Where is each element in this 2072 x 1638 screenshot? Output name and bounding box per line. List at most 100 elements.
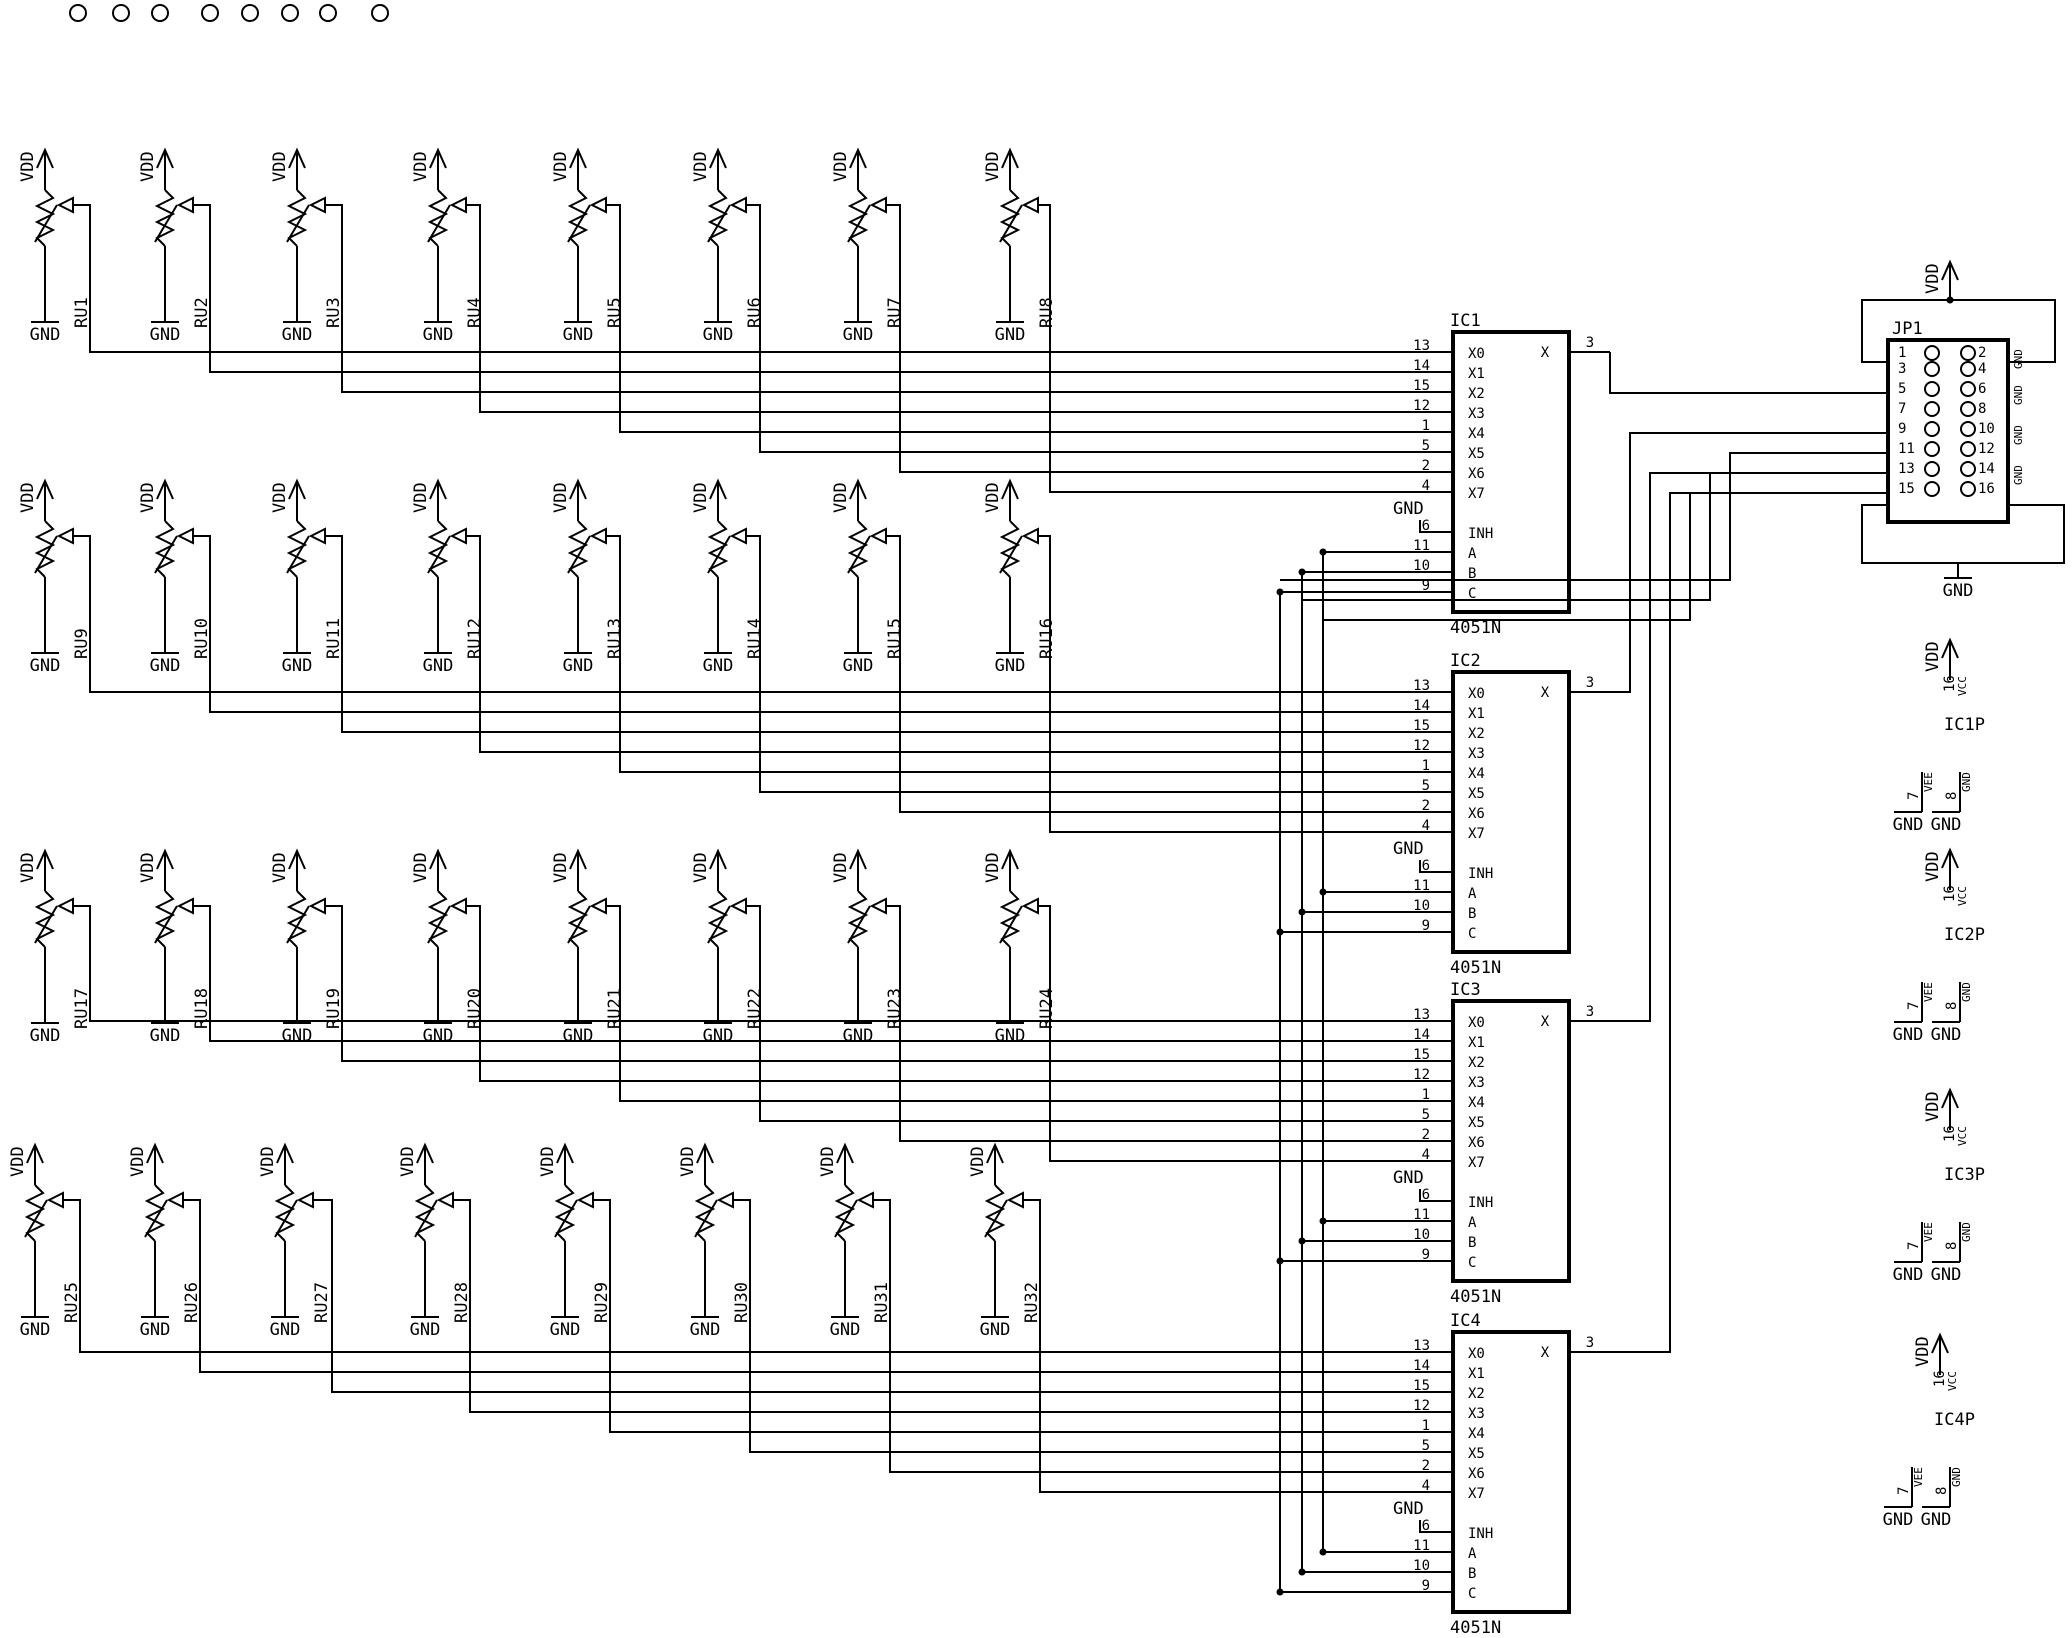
connector-jp1: JP113579111315246810121416GNDGNDGNDGNDVD…	[1861, 259, 2065, 601]
pot-reference: RU31	[872, 1282, 892, 1323]
pot-wiper-line	[746, 535, 1453, 793]
ic-power-gnd: GND	[1931, 1261, 1961, 1285]
ic-pin-name: X7	[1468, 1486, 1485, 1502]
pot-reference: RU22	[745, 988, 765, 1029]
ic-pin-number: 15	[1413, 1047, 1430, 1063]
ic-pin-name: B	[1468, 1235, 1476, 1251]
pot-vdd: VDD	[18, 147, 54, 190]
pot-gnd: GND	[995, 1022, 1025, 1046]
ic-pin-name: X5	[1468, 786, 1485, 802]
ic-pin-number: 10	[1413, 898, 1430, 914]
pot-reference: RU7	[885, 297, 905, 328]
ic-pin-name: A	[1468, 886, 1477, 902]
wiper-arrow	[56, 196, 74, 214]
pot-vdd: VDD	[538, 1142, 574, 1185]
adjust-arrow	[567, 905, 591, 944]
pot-gnd: GND	[703, 1022, 734, 1046]
resistor-element	[707, 189, 729, 247]
pot-reference: RU30	[732, 1282, 752, 1323]
jp1-pin	[1924, 381, 1940, 397]
gnd-label: GND	[1893, 1025, 1924, 1045]
wiper-arrow	[869, 897, 887, 915]
ic-inh-gnd-label: GND	[1393, 1168, 1424, 1188]
pot-gnd: GND	[150, 652, 180, 676]
ic-pin-name: X3	[1468, 406, 1485, 422]
pot-vdd: VDD	[138, 848, 174, 891]
ic-power-vee-label: VEE	[1922, 1222, 1935, 1242]
pot-gnd: GND	[843, 652, 873, 676]
pot-reference: RU5	[605, 297, 625, 328]
ic-4: IC44051NX3X013X114X215X312X41X55X62X74GN…	[1393, 1311, 1610, 1638]
pot-wiper-line	[886, 905, 1453, 1142]
gnd-label: GND	[690, 1320, 721, 1340]
pot-vdd: VDD	[551, 848, 587, 891]
wiper-arrow	[436, 1191, 454, 1209]
gnd-label: GND	[703, 1026, 734, 1046]
ic-pin-number: 1	[1422, 1418, 1430, 1434]
jp1-vdd-line	[1861, 299, 1950, 363]
ic-pin-name: X0	[1468, 346, 1485, 362]
pot-vdd: VDD	[398, 1142, 434, 1185]
vdd-label: VDD	[678, 1146, 698, 1177]
wiper-arrow	[716, 1191, 734, 1209]
pot-vdd: VDD	[983, 848, 1019, 891]
wiper-arrow	[576, 1191, 594, 1209]
wires	[63, 204, 1888, 1596]
ic-inh-gnd-label: GND	[1393, 839, 1424, 859]
ic-pin-number: 13	[1413, 678, 1430, 694]
ic-pin-number: 6	[1422, 1518, 1430, 1534]
resistor-element	[567, 189, 589, 247]
ic-power-gnd-label: GND	[1960, 1222, 1973, 1242]
pot-gnd: GND	[550, 1316, 580, 1340]
adjust-arrow	[286, 905, 310, 944]
adjust-arrow	[154, 204, 178, 243]
pot-vdd: VDD	[411, 848, 447, 891]
ic-power-vcc-pin: 16	[1942, 885, 1958, 902]
jp1-pin-number: 13	[1898, 461, 1915, 477]
pot-vdd: VDD	[8, 1142, 44, 1185]
jp1-pin	[1960, 381, 1976, 397]
adjust-arrow	[554, 1199, 578, 1238]
pot-vdd: VDD	[128, 1142, 164, 1185]
jp1-pin	[1960, 461, 1976, 477]
pot-vdd: VDD	[18, 848, 54, 891]
resistor-element	[34, 189, 56, 247]
wiper-arrow	[589, 527, 607, 545]
ic-1: IC14051NX3X013X114X215X312X41X55X62X74GN…	[1393, 311, 1610, 638]
wiper-arrow	[729, 527, 747, 545]
adjust-arrow	[707, 204, 731, 243]
vdd-label: VDD	[1923, 263, 1943, 294]
vdd-label: VDD	[818, 1146, 838, 1177]
pot-reference: RU27	[312, 1282, 332, 1323]
pot-wiper-line	[183, 1199, 1453, 1373]
wiper-arrow	[1021, 196, 1039, 214]
adjust-arrow	[984, 1199, 1008, 1238]
pot-reference: RU15	[885, 618, 905, 659]
ic-pin-name: C	[1468, 926, 1476, 942]
resistor-element	[554, 1184, 576, 1242]
ic-power-gnd-pin: 8	[1934, 1487, 1950, 1495]
jp1-pin-number: 6	[1978, 381, 1986, 397]
ic-pin-number: 5	[1422, 778, 1430, 794]
wiper-arrow	[729, 897, 747, 915]
ic-power-reference: IC1P	[1944, 715, 1985, 735]
select-bus-to-connector	[1280, 452, 1888, 581]
pot-vdd: VDD	[551, 478, 587, 521]
potentiometer-array: VDDGNDRU1VDDGNDRU2VDDGNDRU3VDDGNDRU4VDDG…	[8, 147, 1057, 1340]
vdd-label: VDD	[1923, 1091, 1943, 1122]
pot-vdd: VDD	[270, 848, 306, 891]
vdd-label: VDD	[128, 1146, 148, 1177]
ic-inh-gnd-label: GND	[1393, 1499, 1424, 1519]
ic-pin-number: 5	[1422, 1438, 1430, 1454]
pot-vdd: VDD	[831, 147, 867, 190]
pot-wiper-line	[193, 204, 1453, 373]
